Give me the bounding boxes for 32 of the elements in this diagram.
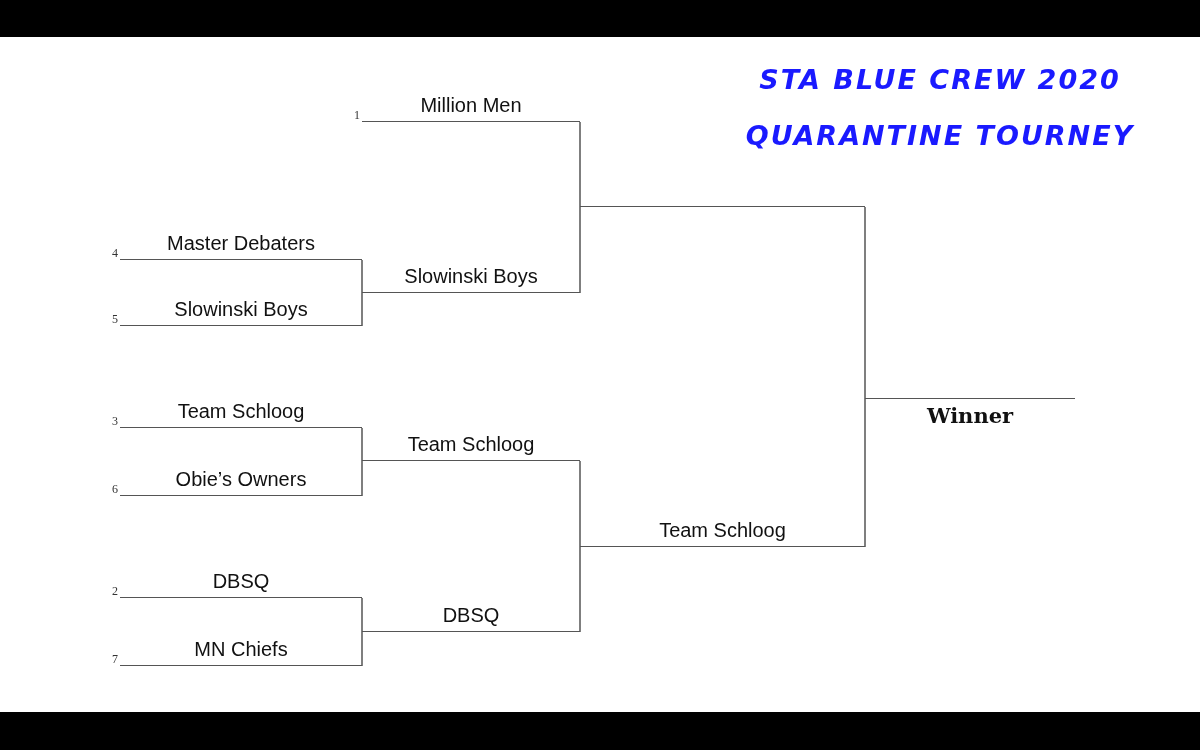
bracket-connector (579, 121, 581, 208)
bracket-connector (579, 206, 581, 294)
seed-number: 5 (112, 312, 118, 327)
team-name: DBSQ (442, 604, 500, 628)
seed-number: 1 (354, 108, 360, 123)
team-name: Team Schloog (659, 519, 786, 543)
bracket-connector (361, 427, 363, 462)
team-name: Slowinski Boys (174, 298, 308, 322)
bracket-connector (864, 206, 866, 399)
bracket-connector (579, 546, 581, 633)
team-name: Million Men (420, 94, 522, 118)
bracket-connector (864, 397, 866, 548)
team-name: MN Chiefs (194, 638, 288, 662)
team-name: DBSQ (212, 570, 270, 594)
bracket-connector (579, 460, 581, 548)
team-name: Team Schloog (407, 433, 535, 457)
bracket-connector (361, 259, 363, 294)
seed-number: 2 (112, 584, 118, 599)
seed-number: 3 (112, 414, 118, 429)
bracket-connector (361, 460, 363, 497)
seed-number: 7 (112, 652, 118, 667)
team-name: Obie’s Owners (175, 468, 307, 492)
team-name: Master Debaters (167, 232, 315, 256)
seed-number: 4 (112, 246, 118, 261)
winner-label: Winner (926, 402, 1014, 428)
team-name: Team Schloog (177, 400, 305, 424)
bracket-connector (361, 597, 363, 633)
bracket-connector (361, 631, 363, 667)
team-name: Slowinski Boys (404, 265, 538, 289)
title: STA BLUE CREW 2020 QUARANTINE TOURNEY (744, 63, 1136, 153)
bracket-connector (361, 292, 363, 327)
seed-number: 6 (112, 482, 118, 497)
